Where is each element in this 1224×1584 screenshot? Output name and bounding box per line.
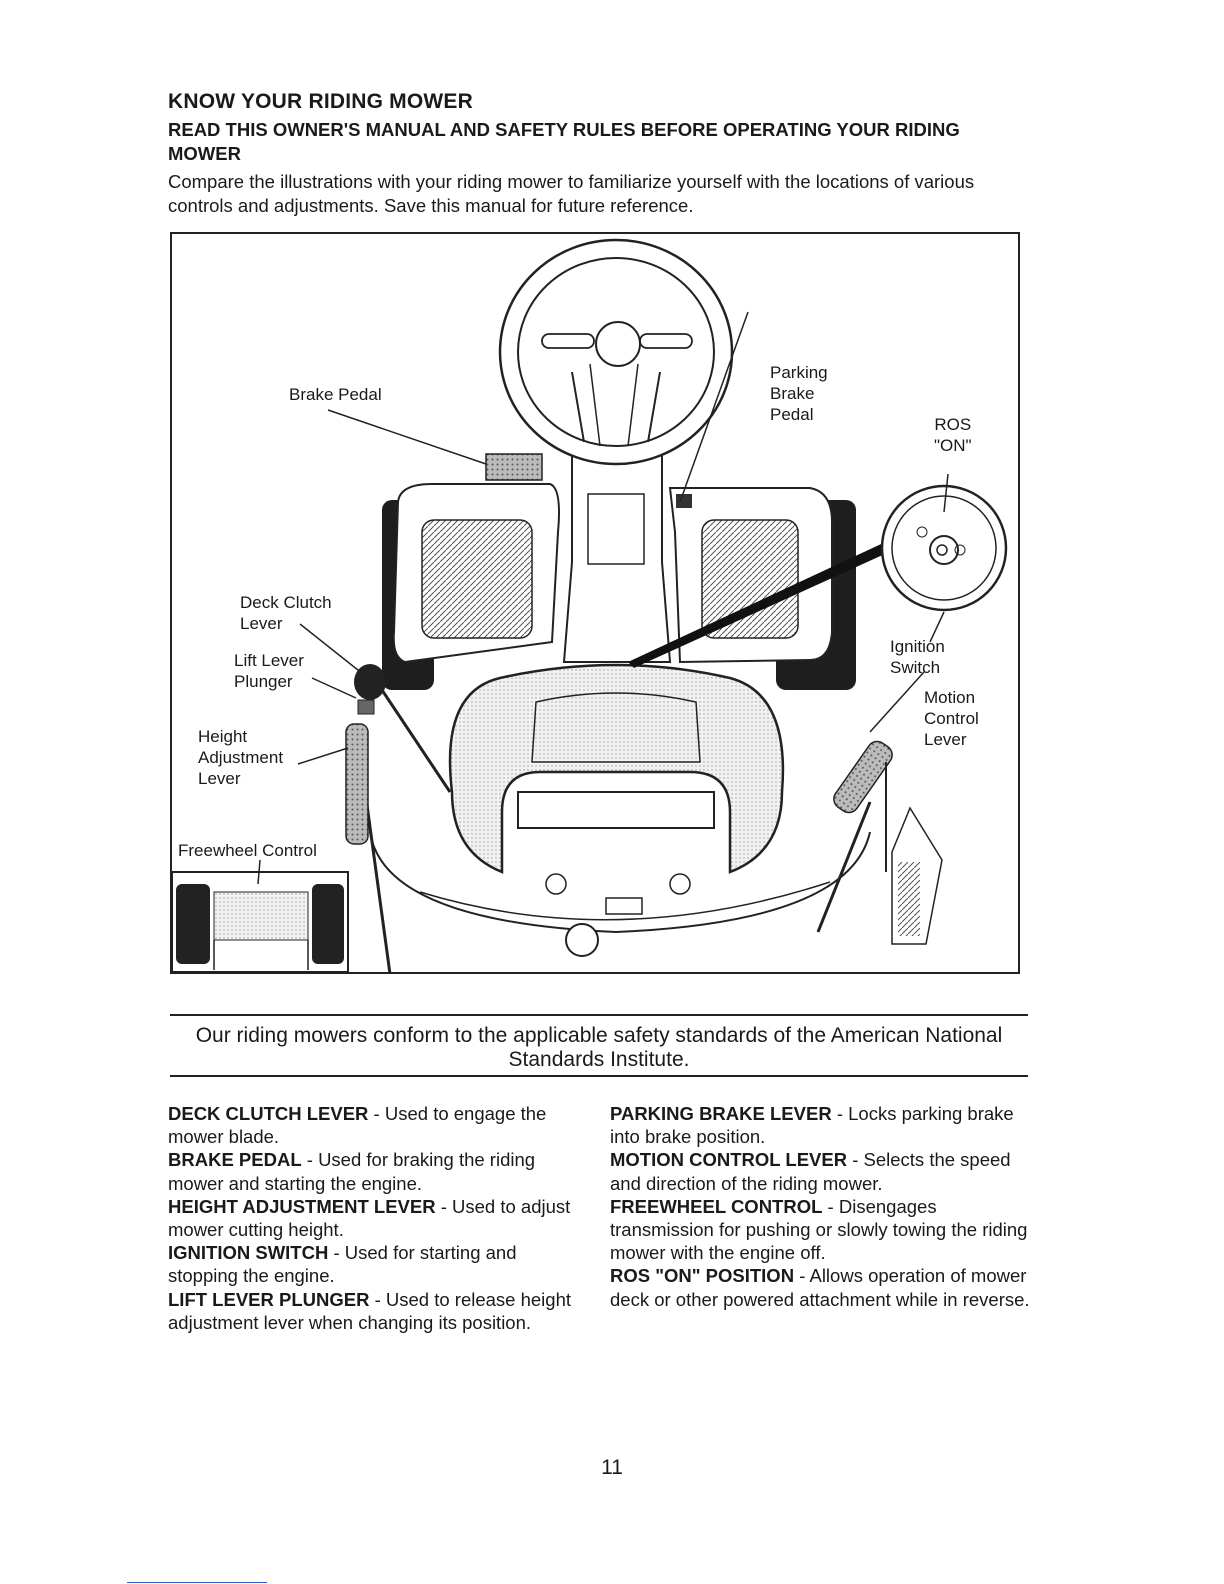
motion-control-lever: [816, 740, 893, 933]
mower-drawing: [170, 232, 1020, 974]
label-parking-brake-pedal: Parking Brake Pedal: [770, 363, 828, 424]
label-lift-lever-plunger: Lift Lever Plunger: [234, 651, 304, 691]
page-number: 11: [601, 1456, 623, 1479]
definition-height-adjustment-lever: HEIGHT ADJUSTMENT LEVER - Used to adjust…: [168, 1195, 590, 1241]
definition-text: - Used to adjust mower cutting height.: [168, 1195, 571, 1241]
seat: [369, 663, 871, 957]
definition-term: PARKING BRAKE LEVER: [610, 1103, 832, 1124]
definition-text: - Selects the speed and direction of the…: [610, 1149, 1011, 1194]
definition-ignition-switch: IGNITION SWITCH - Used for starting and …: [168, 1241, 590, 1287]
definition-term: FREEWHEEL CONTROL: [610, 1195, 823, 1217]
label-ignition-switch: Ignition Switch: [890, 637, 945, 677]
definition-parking-brake-lever: PARKING BRAKE LEVER - Locks parking brak…: [610, 1102, 1032, 1148]
left-fender-grille: [421, 519, 533, 639]
definition-text: - Used for braking the riding mower and …: [168, 1149, 536, 1194]
right-fender-grille: [701, 519, 799, 639]
page-subtitle: READ THIS OWNER'S MANUAL AND SAFETY RULE…: [168, 119, 960, 164]
freewheel-inset: [171, 871, 349, 973]
definition-text: - Allows operation of mower deck or othe…: [610, 1265, 1030, 1310]
definition-term: BRAKE PEDAL: [168, 1149, 302, 1171]
page-title: KNOW YOUR RIDING MOWER: [168, 90, 474, 113]
definition-text: - Locks parking brake into brake positio…: [610, 1103, 1014, 1148]
divider-bottom: [170, 1075, 1028, 1077]
mower-controls-illustration: Brake Pedal Parking Brake Pedal ROS "ON"…: [170, 232, 1020, 974]
definition-text: - Used for starting and stopping the eng…: [168, 1242, 517, 1287]
pointer-wedge: [628, 538, 898, 668]
definition-term: IGNITION SWITCH: [168, 1242, 329, 1264]
definitions-left-column: DECK CLUTCH LEVER - Used to engage the m…: [168, 1102, 590, 1334]
definitions-right-column: PARKING BRAKE LEVER - Locks parking brak…: [610, 1102, 1032, 1311]
steering-wheel: [498, 238, 734, 466]
definition-term: MOTION CONTROL LEVER: [610, 1149, 848, 1171]
definition-deck-clutch-lever: DECK CLUTCH LEVER - Used to engage the m…: [168, 1102, 590, 1148]
label-deck-clutch-lever: Deck Clutch Lever: [240, 593, 332, 633]
left-levers: [345, 664, 452, 974]
ignition-switch-callout: [880, 484, 1008, 612]
label-freewheel-control: Freewheel Control: [178, 841, 317, 860]
parking-brake-pedal: [676, 494, 692, 508]
definition-text: - Used to release height adjustment leve…: [168, 1288, 572, 1333]
label-motion-control-lever: Motion Control Lever: [924, 688, 979, 749]
label-brake-pedal: Brake Pedal: [289, 385, 382, 404]
label-ros-on: ROS "ON": [934, 415, 972, 455]
definition-term: LIFT LEVER PLUNGER: [168, 1288, 370, 1310]
divider-top: [170, 1014, 1028, 1016]
definition-text: - Used to engage the mower blade.: [168, 1103, 547, 1148]
footer-line: [127, 1582, 267, 1583]
figure-frame: [170, 232, 1020, 974]
standards-note: Our riding mowers conform to the applica…: [195, 1024, 1003, 1071]
definition-lift-lever-plunger: LIFT LEVER PLUNGER - Used to release hei…: [168, 1288, 590, 1334]
definition-text: - Disengages transmission for pushing or…: [610, 1195, 1028, 1264]
definition-freewheel-control: FREEWHEEL CONTROL - Disengages transmiss…: [610, 1195, 1032, 1265]
definition-term: ROS "ON" POSITION: [610, 1265, 795, 1287]
definition-brake-pedal: BRAKE PEDAL - Used for braking the ridin…: [168, 1148, 590, 1194]
brake-pedal: [485, 453, 543, 481]
definition-motion-control-lever: MOTION CONTROL LEVER - Selects the speed…: [610, 1148, 1032, 1194]
intro-paragraph: Compare the illustrations with your ridi…: [168, 171, 975, 216]
definition-term: HEIGHT ADJUSTMENT LEVER: [168, 1195, 436, 1217]
definition-ros-on-position: ROS "ON" POSITION - Allows operation of …: [610, 1264, 1032, 1310]
leader-lines: [257, 311, 949, 885]
label-height-adjustment-lever: Height Adjustment Lever: [198, 727, 284, 788]
definition-term: DECK CLUTCH LEVER: [168, 1103, 369, 1124]
